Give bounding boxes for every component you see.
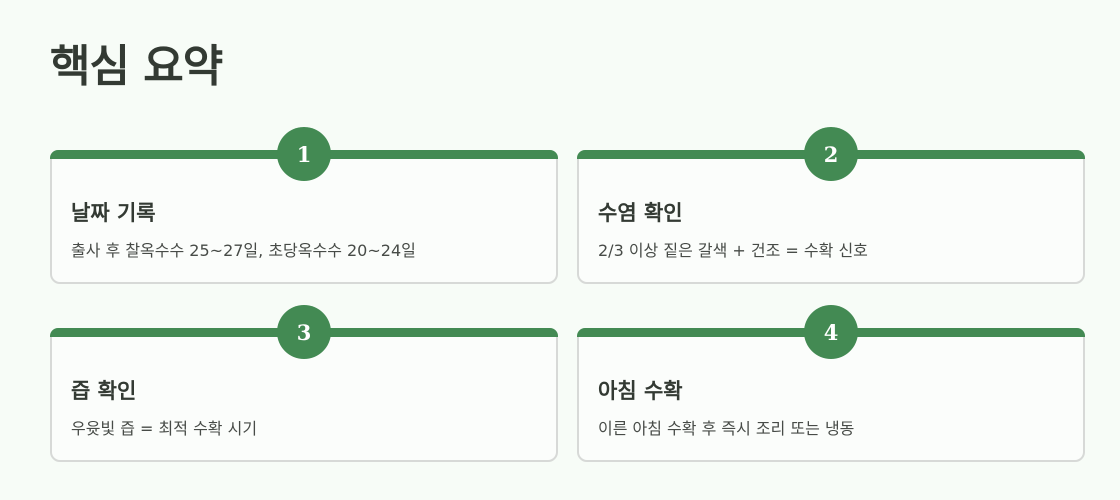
page-title: 핵심 요약 [50, 41, 223, 92]
step-number-badge: 1 [277, 127, 331, 181]
summary-card-1: 1 날짜 기록 출사 후 찰옥수수 25~27일, 초당옥수수 20~24일 [50, 127, 558, 284]
summary-card-grid: 1 날짜 기록 출사 후 찰옥수수 25~27일, 초당옥수수 20~24일 2… [50, 127, 1085, 462]
step-number-badge: 2 [804, 127, 858, 181]
card-description: 출사 후 찰옥수수 25~27일, 초당옥수수 20~24일 [71, 241, 416, 260]
summary-card-3: 3 즙 확인 우윳빛 즙 = 최적 수확 시기 [50, 305, 558, 462]
summary-card-4: 4 아침 수확 이른 아침 수확 후 즉시 조리 또는 냉동 [577, 305, 1085, 462]
summary-card-2: 2 수염 확인 2/3 이상 짙은 갈색 + 건조 = 수확 신호 [577, 127, 1085, 284]
card-title: 날짜 기록 [71, 201, 156, 225]
step-number-badge: 3 [277, 305, 331, 359]
card-title: 수염 확인 [598, 201, 683, 225]
card-title: 아침 수확 [598, 379, 683, 403]
card-description: 우윳빛 즙 = 최적 수확 시기 [71, 419, 258, 438]
card-title: 즙 확인 [71, 379, 137, 403]
card-description: 이른 아침 수확 후 즉시 조리 또는 냉동 [598, 419, 855, 438]
card-description: 2/3 이상 짙은 갈색 + 건조 = 수확 신호 [598, 241, 868, 260]
step-number-badge: 4 [804, 305, 858, 359]
